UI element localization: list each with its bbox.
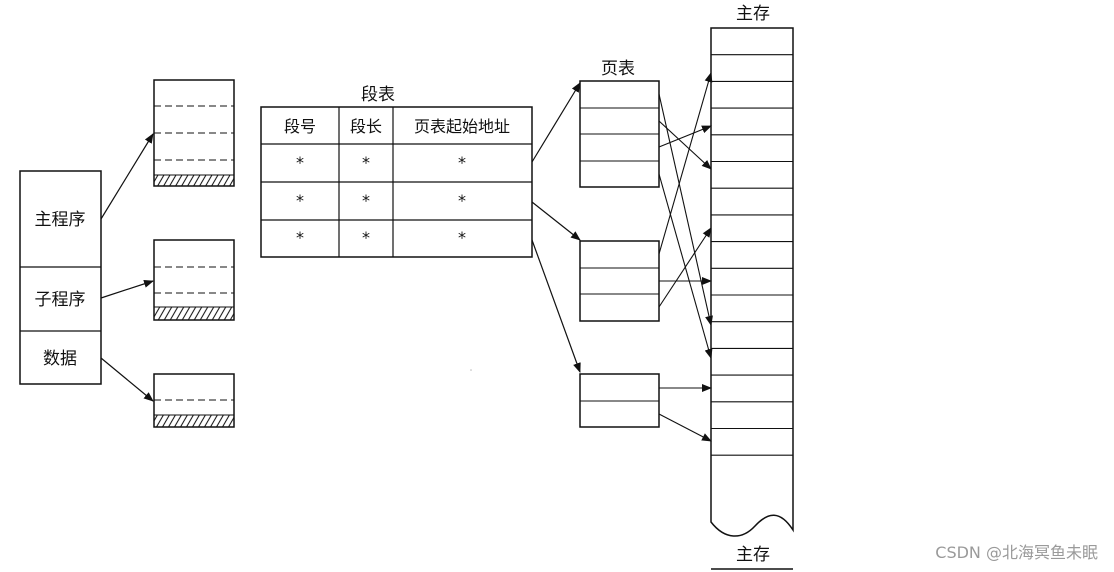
segment-table: 段表 段号 段长 页表起始地址 * * * * * * * * * bbox=[260, 85, 533, 258]
segment-main-program-label: 主程序 bbox=[35, 210, 86, 230]
segment-data-label: 数据 bbox=[43, 349, 77, 369]
page-table-pointer-arrows bbox=[531, 82, 581, 373]
segment-subprogram-label: 子程序 bbox=[35, 290, 86, 310]
segment-page-box-3 bbox=[153, 373, 235, 428]
table-cell: * bbox=[296, 191, 304, 210]
page-table-2 bbox=[579, 240, 660, 322]
segment-table-title: 段表 bbox=[361, 85, 395, 105]
memory-frame-dividers bbox=[711, 54, 793, 456]
table-cell: * bbox=[458, 228, 466, 247]
program-segments: 主程序 子程序 数据 bbox=[19, 170, 102, 385]
column-header-segment-length: 段长 bbox=[350, 117, 382, 136]
segment-page-box-1 bbox=[153, 79, 235, 187]
segment-page-box-2 bbox=[153, 239, 235, 321]
frame-mapping-arrows bbox=[658, 72, 713, 442]
main-memory-top-label: 主存 bbox=[736, 4, 770, 24]
table-cell: * bbox=[362, 228, 370, 247]
watermark-text: CSDN @北海冥鱼未眠 bbox=[935, 543, 1098, 562]
table-cell: * bbox=[362, 191, 370, 210]
main-memory: 主存 主存 bbox=[710, 4, 794, 570]
page-table-3 bbox=[579, 373, 660, 428]
segment-arrows bbox=[100, 133, 154, 402]
page-table-1 bbox=[579, 80, 660, 188]
main-memory-bottom-label: 主存 bbox=[736, 545, 770, 565]
page-table-title: 页表 bbox=[601, 59, 635, 79]
table-cell: * bbox=[458, 153, 466, 172]
table-cell: * bbox=[458, 191, 466, 210]
column-header-page-table-start: 页表起始地址 bbox=[414, 117, 510, 136]
column-header-segment-number: 段号 bbox=[284, 117, 316, 136]
table-cell: * bbox=[362, 153, 370, 172]
table-cell: * bbox=[296, 153, 304, 172]
table-cell: * bbox=[296, 228, 304, 247]
